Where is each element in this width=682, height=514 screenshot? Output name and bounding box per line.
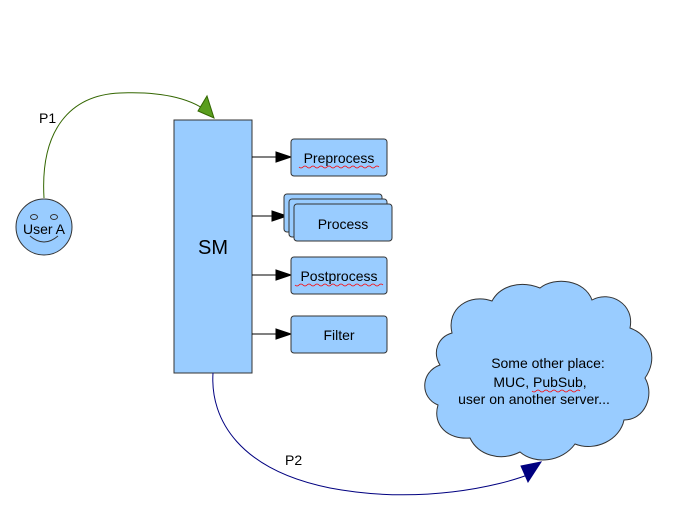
preprocess-label: Preprocess: [304, 150, 375, 166]
filter-label: Filter: [323, 327, 354, 343]
p1-arrowhead: [197, 94, 215, 119]
arrowhead-postprocess: [275, 269, 293, 281]
spellcheck-underline-preprocess: [298, 165, 380, 169]
arrowhead-process: [271, 210, 289, 222]
p1-label: P1: [39, 110, 56, 126]
spellcheck-underline-pubsub: [531, 389, 581, 393]
cloud-line-3: user on another server...: [458, 391, 610, 407]
left-eye-icon: [30, 214, 38, 220]
preprocess-box: Preprocess: [290, 138, 388, 177]
filter-box: Filter: [290, 315, 388, 354]
smile-icon: [29, 235, 59, 243]
right-eye-icon: [50, 214, 58, 220]
cloud-line-1: Some other place:: [491, 355, 605, 371]
arrowhead-preprocess: [275, 151, 293, 163]
postprocess-label: Postprocess: [300, 268, 377, 284]
arrowhead-filter: [275, 328, 293, 340]
cloud-shape: [424, 280, 653, 461]
user-a-label: User A: [23, 221, 66, 237]
p2-arrowhead: [520, 461, 543, 484]
stage-arrows: [252, 151, 293, 340]
postprocess-box: Postprocess: [290, 256, 388, 295]
cloud-line-2: MUC, PubSub,: [493, 374, 586, 390]
process-label: Process: [318, 216, 369, 232]
sm-label: SM: [198, 237, 228, 259]
user-a-node: User A: [15, 198, 73, 256]
destination-cloud: Some other place: MUC, PubSub, user on a…: [424, 280, 653, 461]
p1-connector: [43, 92, 211, 199]
p2-label: P2: [285, 452, 302, 468]
p2-connector: [212, 372, 531, 496]
spellcheck-underline-postprocess: [294, 283, 384, 287]
process-box-stack: Process: [283, 193, 393, 242]
session-manager-box: SM: [173, 119, 253, 374]
